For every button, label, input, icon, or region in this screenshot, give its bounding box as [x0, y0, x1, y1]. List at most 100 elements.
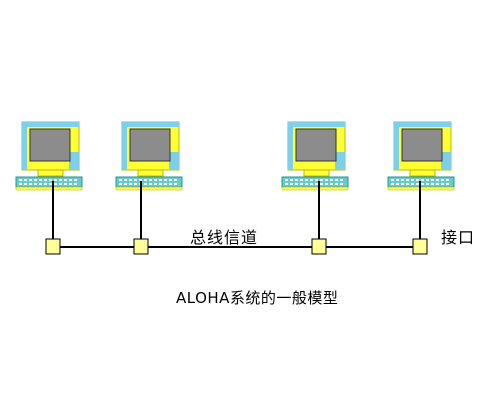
keyboard-key [34, 183, 37, 185]
keyboard-key [69, 183, 72, 185]
keyboard-key [44, 183, 47, 185]
computer-3 [281, 121, 349, 191]
keyboard-key [421, 179, 424, 181]
keyboard-key [340, 179, 343, 181]
keyboard-key [159, 179, 162, 181]
keyboard-key [406, 183, 409, 185]
keyboard-key [64, 183, 67, 185]
keyboard-key [74, 179, 77, 181]
keyboard-key [426, 179, 429, 181]
keyboard-key [320, 179, 323, 181]
interface-connector [45, 238, 61, 255]
keyboard-key [174, 183, 177, 185]
keyboard-key [310, 183, 313, 185]
interface-connector [311, 238, 327, 255]
keyboard-key [119, 179, 122, 181]
keyboard-key [426, 183, 429, 185]
keyboard-key [49, 183, 52, 185]
keyboard-key [149, 179, 152, 181]
keyboard-key [44, 179, 47, 181]
screen [129, 128, 171, 162]
keyboard-key [154, 183, 157, 185]
keyboard-key [411, 183, 414, 185]
keyboard-base [115, 186, 183, 191]
keyboard-key [300, 179, 303, 181]
interface-connector [133, 238, 149, 255]
keyboard-key [325, 183, 328, 185]
keyboard-key [290, 183, 293, 185]
keyboard-key [129, 179, 132, 181]
keyboard-key [139, 179, 142, 181]
keyboard-key [124, 183, 127, 185]
keyboard-key [154, 179, 157, 181]
computer-2 [115, 121, 183, 191]
keyboard-key [124, 179, 127, 181]
monitor-top-shade [288, 122, 345, 127]
keyboard-key [144, 183, 147, 185]
keyboard-key [19, 183, 22, 185]
monitor-corner-shade [169, 152, 179, 170]
monitor-stand [137, 169, 164, 177]
computer-4 [387, 121, 455, 191]
keyboard-key [431, 183, 434, 185]
keyboard-key [446, 179, 449, 181]
computer-1 [15, 121, 83, 191]
keyboard-key [39, 183, 42, 185]
keyboard-key [29, 179, 32, 181]
keyboard-key [74, 183, 77, 185]
keyboard-key [59, 179, 62, 181]
keyboard-key [174, 179, 177, 181]
keyboard-key [315, 183, 318, 185]
keyboard-key [335, 183, 338, 185]
keyboard-key [305, 183, 308, 185]
keyboard-key [149, 183, 152, 185]
interface-label: 接口 [441, 228, 476, 247]
monitor-corner-shade [441, 152, 451, 170]
keyboard [15, 176, 83, 188]
keyboard-key [340, 183, 343, 185]
keyboard-key [436, 183, 439, 185]
keyboard-key [401, 183, 404, 185]
keyboard-key [34, 179, 37, 181]
keyboard-key [49, 179, 52, 181]
keyboard-key [59, 183, 62, 185]
keyboard-key [335, 179, 338, 181]
keyboard-key [129, 183, 132, 185]
keyboard-key [24, 179, 27, 181]
keyboard-key [295, 183, 298, 185]
monitor-stand [37, 169, 64, 177]
computers-group [15, 121, 455, 191]
keyboard-base [281, 186, 349, 191]
keyboard-key [290, 179, 293, 181]
keyboard-key [325, 179, 328, 181]
keyboard-key [416, 183, 419, 185]
monitor-left-shade [122, 122, 127, 170]
keyboard-key [134, 179, 137, 181]
keyboard-key [54, 179, 57, 181]
monitor-corner-shade [69, 152, 79, 170]
wires-group [52, 181, 421, 247]
screen [401, 128, 443, 162]
keyboard-key [19, 179, 22, 181]
keyboard-key [144, 179, 147, 181]
monitor-top-shade [394, 122, 451, 127]
keyboard-key [310, 179, 313, 181]
monitor-left-shade [394, 122, 399, 170]
keyboard-key [285, 183, 288, 185]
keyboard-key [134, 183, 137, 185]
keyboard-key [29, 183, 32, 185]
screen [295, 128, 337, 162]
keyboard-key [421, 183, 424, 185]
keyboard-key [169, 179, 172, 181]
monitor-top-shade [122, 122, 179, 127]
monitor-stand [303, 169, 330, 177]
keyboard-key [441, 179, 444, 181]
monitor-left-shade [288, 122, 293, 170]
keyboard-key [320, 183, 323, 185]
keyboard-key [64, 179, 67, 181]
interface-connector [412, 238, 428, 255]
connectors-group [45, 238, 428, 255]
keyboard-key [315, 179, 318, 181]
keyboard-base [15, 186, 83, 191]
